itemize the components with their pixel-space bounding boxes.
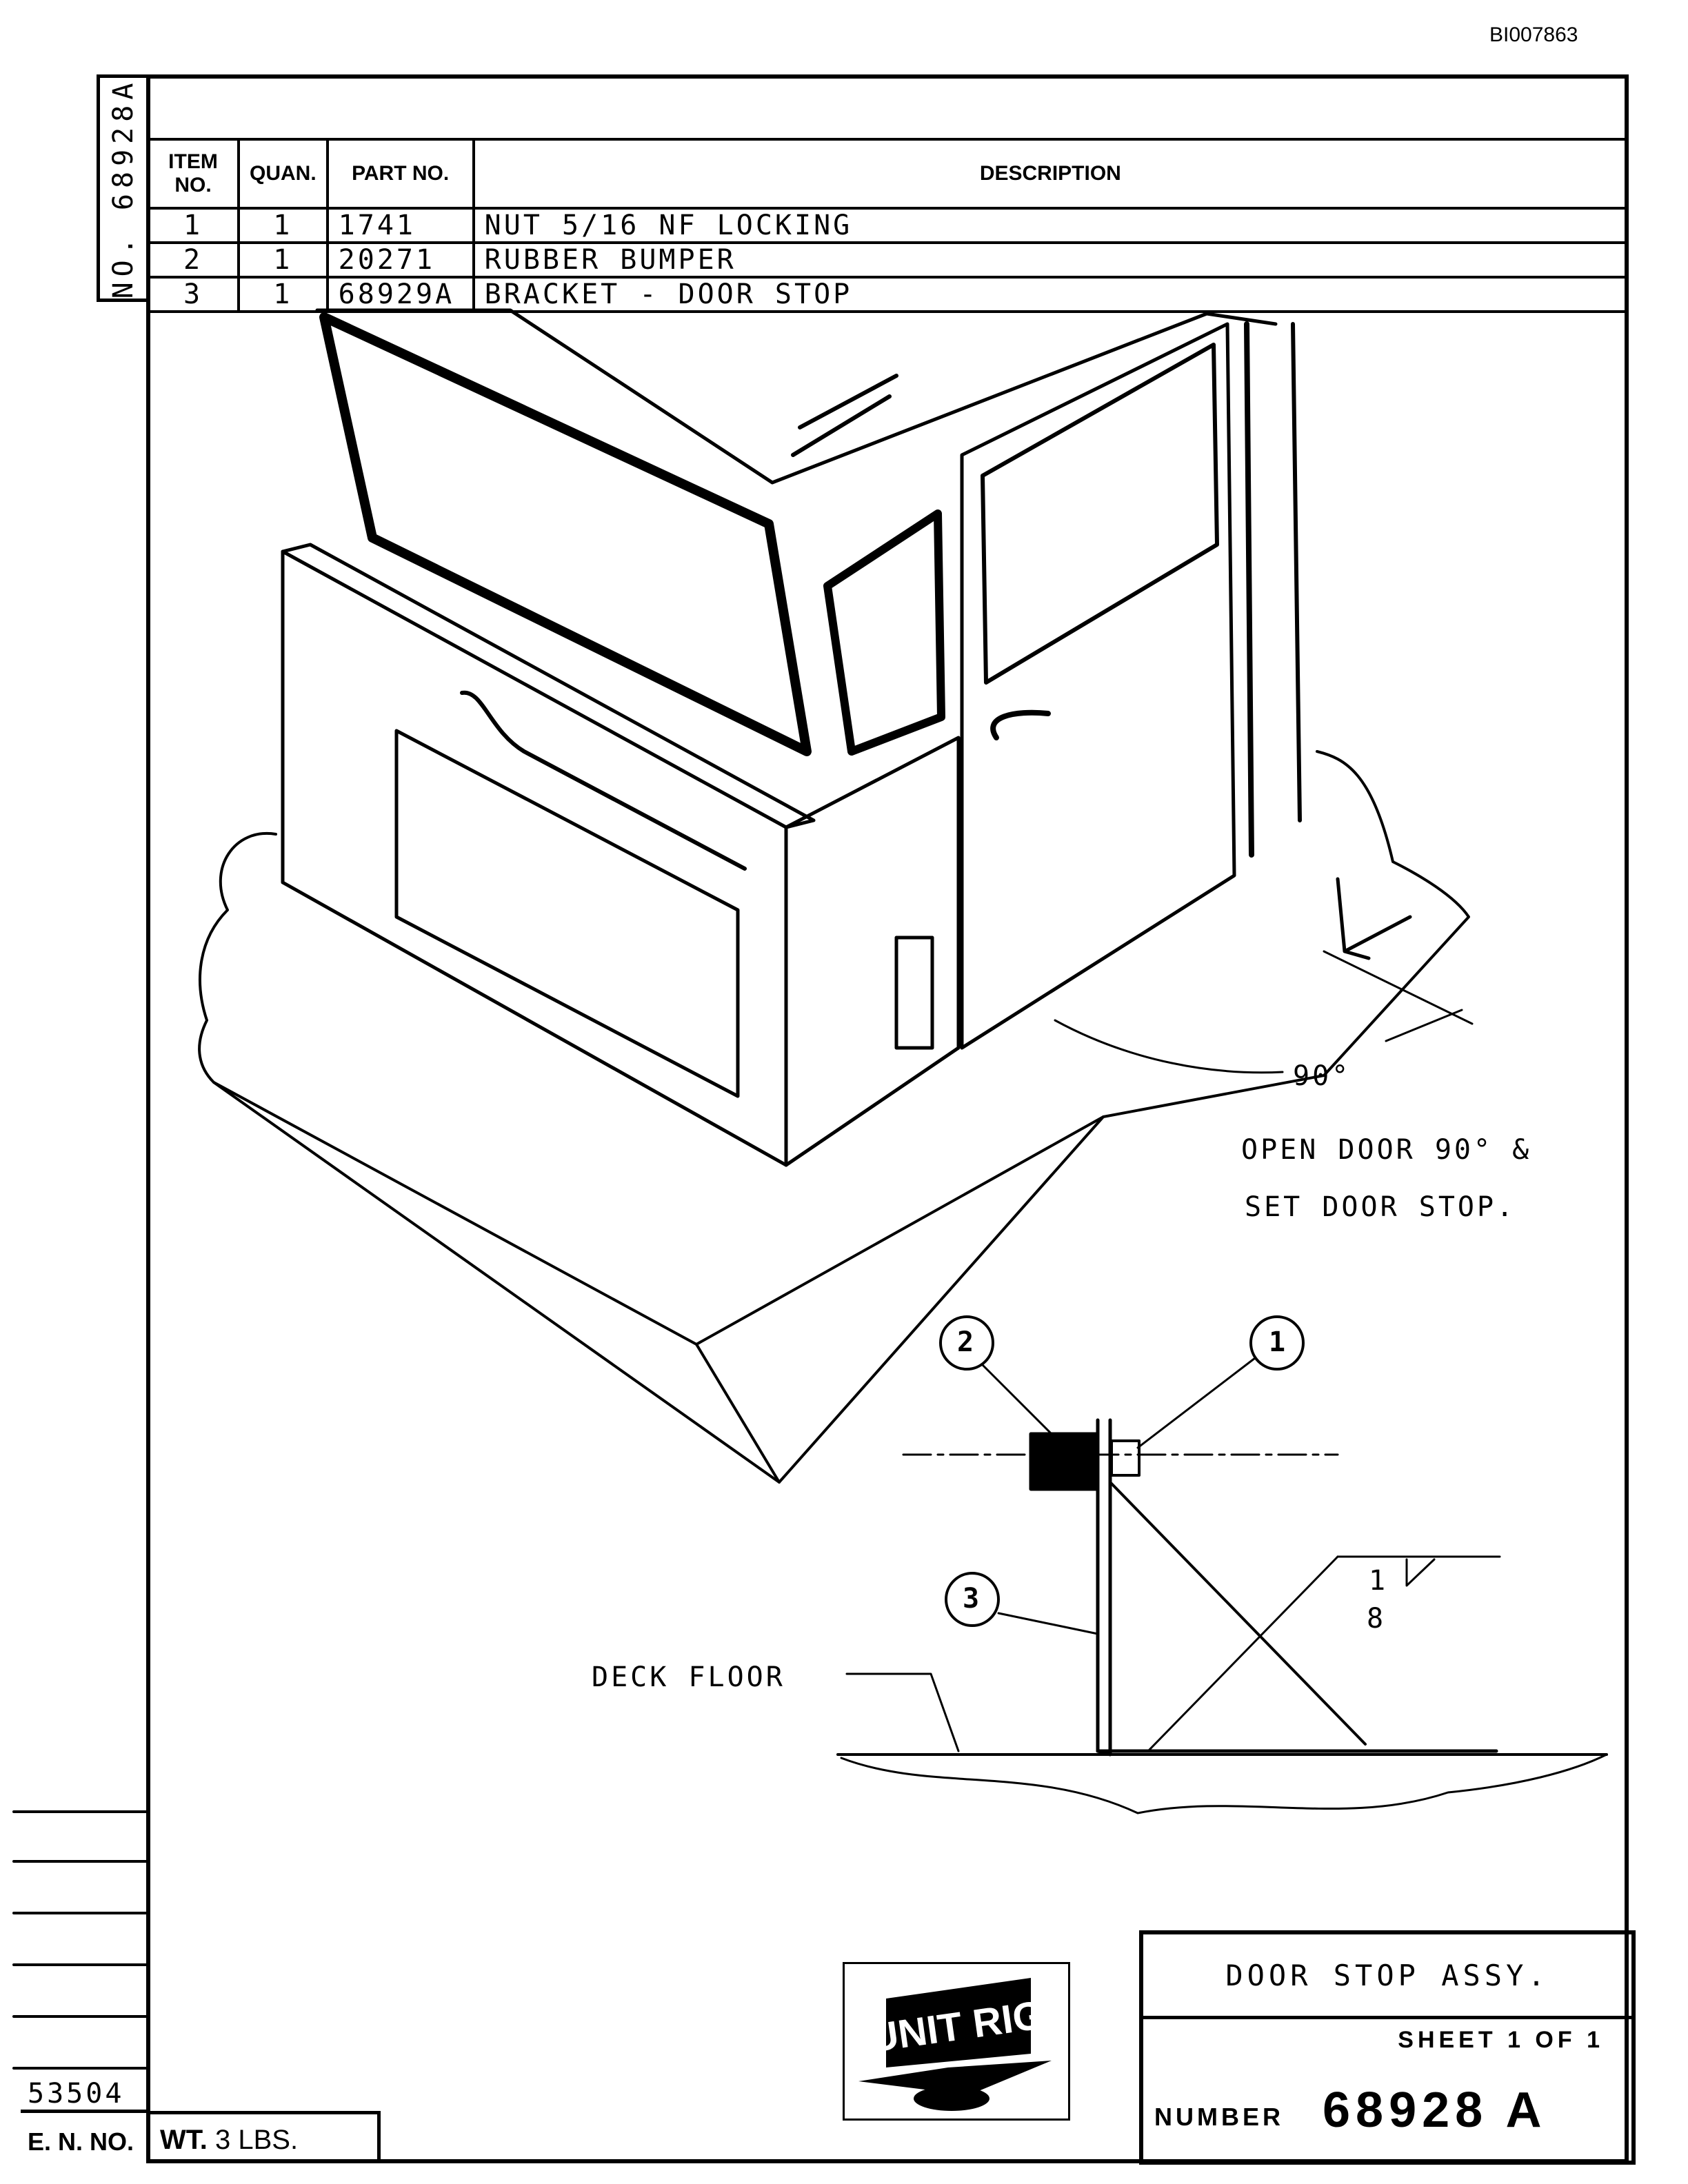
quantity-cell: 1 [237,207,329,244]
callout-circle-1 [1249,1315,1305,1371]
door-hinge-strip [1244,321,1254,858]
weld-reference-line [1336,1555,1501,1587]
header-quantity: QUAN. [237,138,329,210]
description-cell: BRACKET - DOOR STOP [472,276,1629,313]
door-latch [990,709,1051,740]
cab-side-panel [784,736,961,1167]
description-cell: RUBBER BUMPER [472,241,1629,279]
unit-rig-logo-mark: UNIT RIG [858,1978,1052,2111]
callout-1-label: 1 [1269,1326,1289,1358]
callout-3-label: 3 [963,1583,983,1615]
deck-floor-label: DECK FLOOR [592,1661,785,1693]
angle-extension-line [1323,950,1474,1025]
angle-arc-right [1385,1009,1463,1042]
callout-leader-2 [981,1364,1056,1439]
callout-circle-2 [939,1315,994,1371]
drawing-frame [146,74,1629,2163]
en-number-box [21,2110,148,2165]
front-access-panel-outline [394,729,740,1098]
callout-circle-3 [945,1572,1000,1627]
bracket-gusset [1109,1481,1367,1746]
locking-nut [1110,1439,1141,1477]
cab-roof-line [315,308,1278,485]
corner-window [823,509,945,756]
windshield-frame [319,312,812,756]
header-description: DESCRIPTION [472,138,1629,210]
door-window [981,343,1219,685]
description-cell: NUT 5/16 NF LOCKING [472,207,1629,244]
reference-id: BI007863 [1489,23,1578,46]
unit-rig-logo: UNIT RIG [843,1962,1070,2121]
drawing-number: 68928 A [1323,2083,1547,2138]
weld-size-denominator: 8 [1367,1603,1387,1635]
item-no-cell: 2 [146,241,240,279]
rear-grab-bar [1291,322,1302,822]
callout-leader-1 [1136,1357,1256,1449]
cab-top-ledge [281,543,816,829]
deck-outline [198,750,1470,1484]
callout-leader-3 [997,1612,1099,1635]
cab-door [960,322,1236,1050]
weight-field: WT. 3 LBS. [160,2125,298,2156]
air-horn [791,374,898,457]
sheet-count: SHEET 1 OF 1 [1398,2027,1604,2053]
revision-lines [12,1810,148,2070]
drawing-title: DOOR STOP ASSY. [1143,1934,1631,2019]
weld-leader [1147,1555,1339,1752]
quantity-cell: 1 [237,241,329,279]
door-vent [894,936,934,1050]
instruction-line-2: SET DOOR STOP. [1245,1191,1516,1223]
rubber-bumper [1029,1432,1098,1491]
table-row: 1 1 1741 NUT 5/16 NF LOCKING [146,207,1629,244]
number-label: NUMBER [1154,2103,1284,2131]
front-grab-handle [460,690,747,871]
header-item-no: ITEM NO. [146,138,240,210]
weight-value: 3 LBS. [215,2125,299,2155]
title-block: DOOR STOP ASSY. SHEET 1 OF 1 NUMBER 6892… [1139,1930,1636,2165]
deck-edge-fold [695,1115,1105,1346]
quantity-cell: 1 [237,276,329,313]
part-no-cell: 20271 [325,241,475,279]
part-no-cell: 1741 [325,207,475,244]
cab-front-panel [281,549,788,1167]
weight-label: WT. [160,2125,208,2155]
deck-floor-section [840,1753,1608,1814]
parts-list-header: ITEM NO. QUAN. PART NO. DESCRIPTION [146,138,1629,210]
table-row: 3 1 68929A BRACKET - DOOR STOP [146,276,1629,313]
table-row: 2 1 20271 RUBBER BUMPER [146,241,1629,279]
deck-floor-leader [845,1672,960,1752]
bracket-vertical [1096,1418,1112,1757]
vertical-drawing-number-box: NO. 68928A [97,74,146,302]
angle-arc [1054,1019,1284,1074]
en-number: 53504 [28,2078,125,2110]
header-part-no: PART NO. [325,138,475,210]
weight-box [146,2111,381,2163]
parts-list-table: ITEM NO. QUAN. PART NO. DESCRIPTION 1 1 … [146,138,1629,313]
instruction-line-1: OPEN DOOR 90° & [1241,1134,1532,1166]
callout-2-label: 2 [957,1326,977,1358]
angle-label: 90° [1293,1060,1352,1092]
door-stop-on-deck [1336,877,1412,960]
item-no-cell: 1 [146,207,240,244]
item-no-cell: 3 [146,276,240,313]
weld-size-numerator: 1 [1369,1565,1389,1597]
en-label: E. N. NO. [28,2127,134,2156]
